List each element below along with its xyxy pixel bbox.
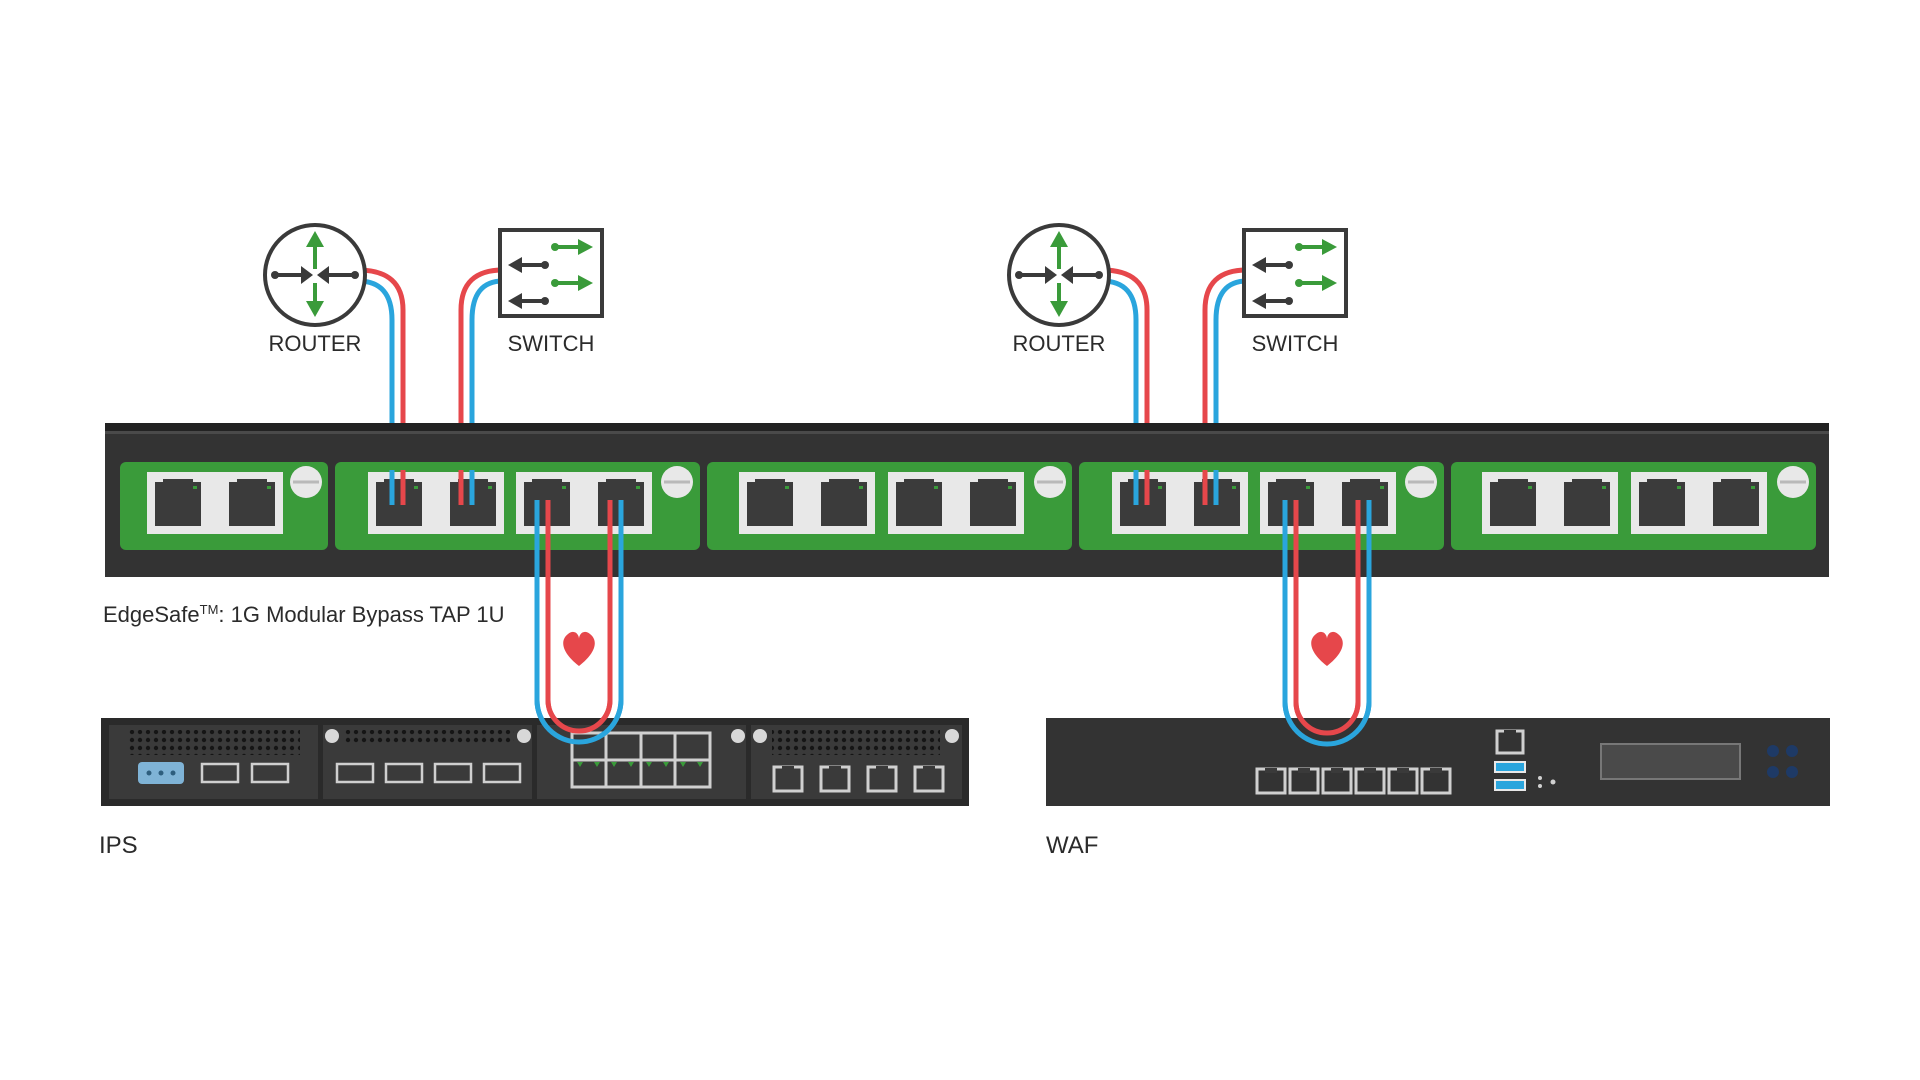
switch-label-left: SWITCH: [508, 331, 595, 356]
tap-description: : 1G Modular Bypass TAP 1U: [218, 602, 504, 627]
waf-appliance: [1046, 718, 1830, 806]
ips-cable-ends: [534, 699, 624, 745]
tap-module-3: [707, 462, 1072, 550]
tap-module-5: [1451, 462, 1816, 550]
router-icon: [263, 223, 367, 327]
tap-name: EdgeSafe: [103, 602, 200, 627]
tap-port-cable-ends: [389, 470, 1372, 580]
tap-module-4: [1079, 462, 1444, 550]
switch-label-right: SWITCH: [1252, 331, 1339, 356]
heart-icon: [1311, 631, 1343, 666]
tap-module-1: [120, 462, 328, 550]
switch-icon: [1242, 228, 1348, 318]
ips-label: IPS: [99, 832, 138, 859]
switch-left-cable-red: [458, 267, 504, 505]
router-label-right: ROUTER: [1013, 331, 1106, 356]
waf-label: WAF: [1046, 832, 1098, 859]
bypass-tap-chassis: [105, 423, 1829, 577]
waf-cable-ends: [1282, 701, 1372, 747]
switch-icon: [498, 228, 604, 318]
tap-product-label: EdgeSafeTM: 1G Modular Bypass TAP 1U: [103, 602, 505, 627]
switch-right-cable-red: [1202, 267, 1248, 505]
ips-appliance: [101, 718, 969, 806]
switch-right-cable-blue: [1213, 278, 1248, 505]
router-icon: [1007, 223, 1111, 327]
switch-left-cable-blue: [469, 278, 504, 505]
trademark-mark: TM: [200, 602, 219, 617]
router-label-left: ROUTER: [269, 331, 362, 356]
router-left-cable-red: [357, 267, 406, 505]
router-right-cable-red: [1101, 267, 1150, 505]
heart-icon: [563, 631, 595, 666]
